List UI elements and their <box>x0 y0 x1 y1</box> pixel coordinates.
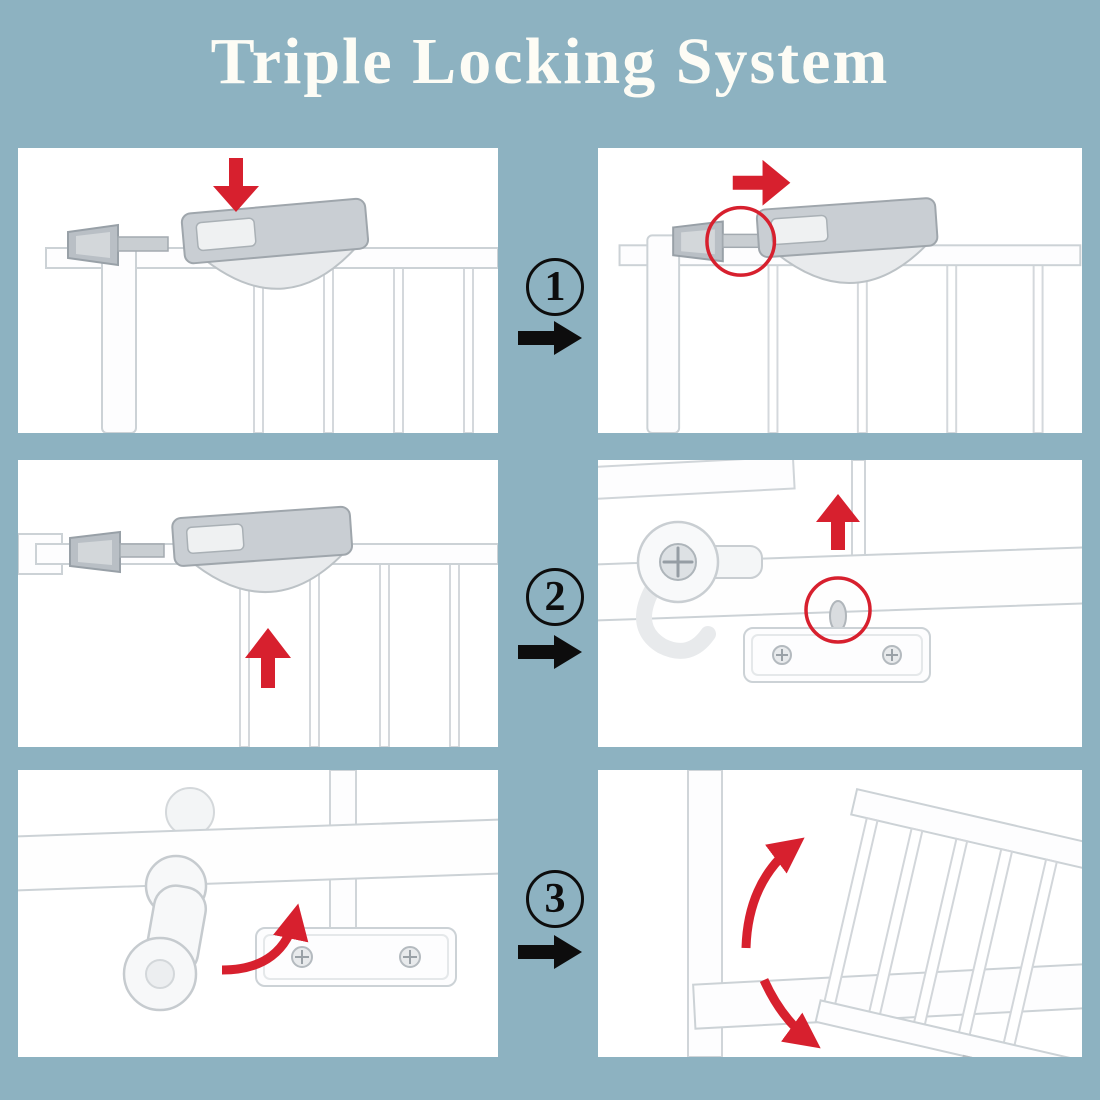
latch-pin <box>117 236 169 252</box>
gate-post <box>101 237 137 433</box>
step-1-number: 1 <box>544 264 566 310</box>
screw-icon <box>399 946 421 968</box>
latch-handle <box>180 197 370 290</box>
panel-3-illustration <box>18 505 498 747</box>
step-2-arrow-icon <box>518 635 582 669</box>
release-knob <box>122 854 208 1012</box>
step-1-arrow-icon <box>518 321 582 355</box>
panel-step3-after <box>598 770 1082 1057</box>
swing-up-arrow-icon <box>741 837 805 949</box>
gate-bottom-rail <box>18 818 498 892</box>
pin-up-arrow-icon <box>816 494 860 550</box>
gate-bar <box>851 460 866 561</box>
panel-6-illustration <box>687 770 1082 1057</box>
latch-catch <box>67 223 119 267</box>
page-title: Triple Locking System <box>210 25 890 98</box>
panel-4-illustration <box>598 460 1082 683</box>
gate-post <box>646 234 681 433</box>
press-down-arrow-icon <box>213 158 259 212</box>
panel-step2-after <box>598 460 1082 747</box>
latch-handle <box>171 505 354 594</box>
slide-right-arrow-icon <box>732 159 791 206</box>
latch-catch <box>672 220 724 263</box>
latch-pin <box>722 233 760 249</box>
swinging-gate <box>814 787 1082 1057</box>
screw-icon <box>882 645 902 665</box>
screw-icon <box>291 946 313 968</box>
step-2-number: 2 <box>544 574 566 620</box>
focus-circle-icon <box>705 205 777 277</box>
panel-step1-after <box>598 148 1082 433</box>
latch-catch <box>69 530 121 574</box>
panel-step1-before <box>18 148 498 433</box>
swing-down-arrow-icon <box>759 978 821 1049</box>
focus-circle-icon <box>804 576 872 644</box>
step-3-arrow-icon <box>518 935 582 969</box>
step-3-badge: 3 <box>526 870 584 928</box>
lock-pin <box>829 600 847 632</box>
floor-base-plate <box>743 627 931 683</box>
step-3-number: 3 <box>544 876 566 922</box>
screw-icon <box>659 543 697 581</box>
gate-bars <box>253 265 474 433</box>
lift-up-arrow-icon <box>245 628 291 688</box>
rotate-curved-arrow-icon <box>221 903 309 975</box>
panel-step2-before <box>18 460 498 747</box>
panel-1-illustration <box>45 158 498 433</box>
release-knob <box>636 520 763 659</box>
screw-icon <box>772 645 792 665</box>
step-1-badge: 1 <box>526 258 584 316</box>
floor-base-plate <box>255 927 457 987</box>
latch-pin <box>119 543 165 558</box>
gate-bars <box>767 262 1044 433</box>
panel-5-illustration <box>18 770 498 1012</box>
panel-step3-before <box>18 770 498 1057</box>
step-2-badge: 2 <box>526 568 584 626</box>
background-rail-fragment <box>598 460 796 501</box>
latch-handle <box>755 197 939 285</box>
panel-2-illustration <box>618 159 1082 433</box>
